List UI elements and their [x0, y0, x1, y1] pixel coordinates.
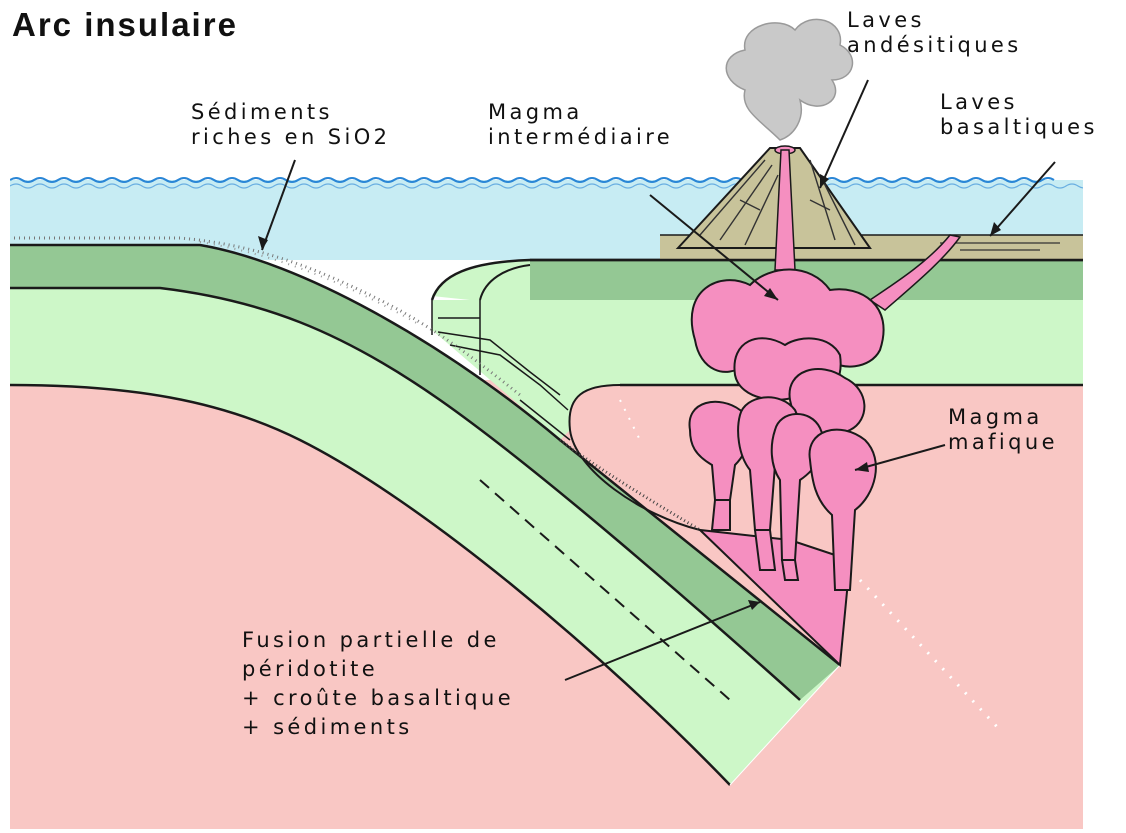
label-laves-andesitiques: Laves andésitiques: [847, 8, 1022, 58]
label-laves-basaltiques-line-1: Laves: [940, 90, 1098, 115]
label-fusion-line-1: Fusion partielle de: [242, 626, 514, 655]
label-laves-basaltiques: Laves basaltiques: [940, 90, 1098, 140]
label-fusion-line-4: + sédiments: [242, 713, 514, 742]
magma-finger: [712, 500, 730, 530]
label-magma-intermediaire-line-2: intermédiaire: [488, 125, 673, 150]
label-fusion-line-2: péridotite: [242, 655, 514, 684]
diagram-title: Arc insulaire: [12, 6, 238, 44]
label-sediments-line-1: Sédiments: [191, 100, 390, 125]
label-magma-intermediaire: Magma intermédiaire: [488, 100, 673, 150]
volcano-smoke: [726, 19, 852, 140]
label-sediments-line-2: riches en SiO2: [191, 125, 390, 150]
magma-finger: [782, 560, 798, 580]
label-magma-mafique-line-2: mafique: [948, 430, 1058, 455]
label-fusion: Fusion partielle de péridotite + croûte …: [242, 626, 514, 742]
label-laves-andesitiques-line-2: andésitiques: [847, 33, 1022, 58]
label-magma-intermediaire-line-1: Magma: [488, 100, 673, 125]
label-magma-mafique-line-1: Magma: [948, 405, 1058, 430]
label-magma-mafique: Magma mafique: [948, 405, 1058, 455]
label-fusion-line-3: + croûte basaltique: [242, 684, 514, 713]
label-laves-basaltiques-line-2: basaltiques: [940, 115, 1098, 140]
label-laves-andesitiques-line-1: Laves: [847, 8, 1022, 33]
label-sediments: Sédiments riches en SiO2: [191, 100, 390, 150]
